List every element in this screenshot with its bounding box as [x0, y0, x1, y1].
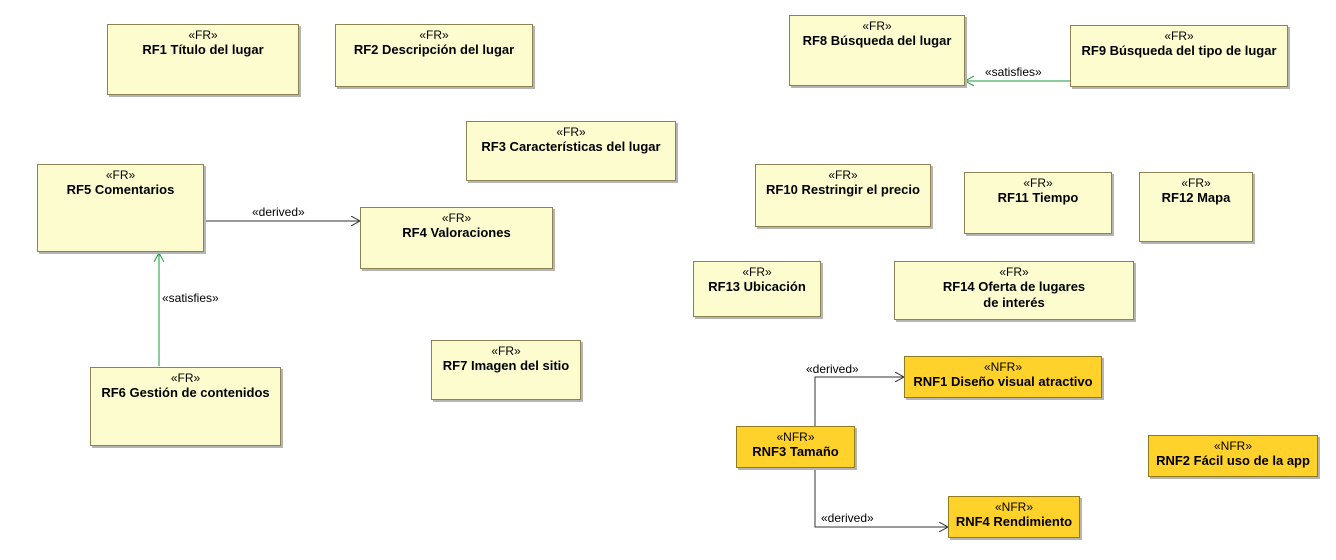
requirement-rf8[interactable]: «FR» RF8 Búsqueda del lugar — [789, 15, 965, 86]
requirement-name: RNF4 Rendimiento — [955, 514, 1073, 529]
stereotype-label: «FR» — [828, 168, 858, 182]
stereotype-label: «FR» — [1164, 29, 1194, 43]
stereotype-label: «FR» — [188, 28, 218, 42]
stereotype-label: «FR» — [999, 265, 1029, 279]
requirement-name: RF9 Búsqueda del tipo de lugar — [1081, 43, 1277, 58]
requirement-name: RF13 Ubicación — [708, 279, 806, 294]
requirement-rnf1[interactable]: «NFR» RNF1 Diseño visual atractivo — [904, 356, 1102, 398]
stereotype-label: «FR» — [1023, 176, 1053, 190]
stereotype-label: «NFR» — [994, 500, 1033, 514]
requirement-name: RF2 Descripción del lugar — [353, 42, 515, 57]
requirement-name: RF3 Características del lugar — [481, 139, 661, 154]
stereotype-label: «FR» — [419, 28, 449, 42]
stereotype-label: «FR» — [1181, 176, 1211, 190]
requirement-rf7[interactable]: «FR» RF7 Imagen del sitio — [431, 340, 581, 400]
relation-rf5-rf4[interactable]: «derived» — [204, 205, 360, 221]
requirement-name: RF1 Título del lugar — [142, 42, 264, 57]
requirement-rf14[interactable]: «FR» RF14 Oferta de lugares de interés — [894, 261, 1134, 320]
requirement-name: RF7 Imagen del sitio — [442, 358, 570, 373]
stereotype-label: «NFR» — [983, 360, 1022, 374]
stereotype-label: «FR» — [862, 19, 892, 33]
requirement-name: RNF3 Tamaño — [752, 444, 839, 459]
relation-rf9-rf8[interactable]: «satisfies» — [965, 65, 1070, 81]
relation-rf6-rf5[interactable]: «satisfies» — [159, 253, 219, 366]
relation-label: «derived» — [252, 205, 305, 219]
requirement-name: RF12 Mapa — [1161, 190, 1231, 205]
requirement-rf12[interactable]: «FR» RF12 Mapa — [1139, 172, 1253, 242]
requirement-rf6[interactable]: «FR» RF6 Gestión de contenidos — [90, 367, 281, 446]
relation-label: «satisfies» — [162, 291, 219, 305]
requirement-rnf4[interactable]: «NFR» RNF4 Rendimiento — [948, 496, 1080, 538]
requirement-name: RF4 Valoraciones — [402, 225, 511, 240]
requirement-name: RF6 Gestión de contenidos — [101, 385, 270, 400]
requirement-rnf3[interactable]: «NFR» RNF3 Tamaño — [736, 426, 855, 468]
stereotype-label: «FR» — [441, 211, 472, 225]
relation-rnf3-rnf4[interactable]: «derived» — [814, 468, 948, 527]
relation-label: «derived» — [821, 511, 874, 525]
stereotype-label: «FR» — [556, 125, 586, 139]
requirement-name: RF8 Búsqueda del lugar — [802, 33, 952, 48]
requirement-name: RF5 Comentarios — [66, 182, 175, 197]
requirement-name: RNF1 Diseño visual atractivo — [913, 374, 1093, 389]
requirement-name: RF11 Tiempo — [997, 190, 1079, 205]
requirement-name: RF14 Oferta de lugares de interés — [942, 279, 1086, 310]
stereotype-label: «FR» — [742, 265, 772, 279]
stereotype-label: «FR» — [170, 371, 201, 385]
relation-label: «satisfies» — [985, 65, 1042, 79]
requirement-rf5[interactable]: «FR» RF5 Comentarios — [37, 164, 204, 252]
requirement-rf2[interactable]: «FR» RF2 Descripción del lugar — [335, 24, 533, 87]
requirement-rf3[interactable]: «FR» RF3 Características del lugar — [466, 121, 676, 181]
relation-label: «derived» — [806, 362, 859, 376]
requirement-rf1[interactable]: «FR» RF1 Título del lugar — [107, 24, 299, 95]
stereotype-label: «FR» — [491, 344, 521, 358]
relation-rnf3-rnf1[interactable]: «derived» — [806, 362, 904, 426]
requirement-rnf2[interactable]: «NFR» RNF2 Fácil uso de la app — [1148, 435, 1318, 477]
requirement-rf11[interactable]: «FR» RF11 Tiempo — [964, 172, 1112, 234]
requirement-rf9[interactable]: «FR» RF9 Búsqueda del tipo de lugar — [1070, 25, 1288, 87]
stereotype-label: «NFR» — [776, 430, 815, 444]
requirement-rf13[interactable]: «FR» RF13 Ubicación — [693, 261, 821, 317]
stereotype-label: «NFR» — [1213, 439, 1252, 453]
requirement-rf10[interactable]: «FR» RF10 Restringir el precio — [755, 164, 931, 227]
requirement-name: RF10 Restringir el precio — [766, 182, 920, 197]
requirement-rf4[interactable]: «FR» RF4 Valoraciones — [360, 207, 553, 269]
requirement-name: RNF2 Fácil uso de la app — [1156, 453, 1310, 468]
stereotype-label: «FR» — [105, 168, 136, 182]
